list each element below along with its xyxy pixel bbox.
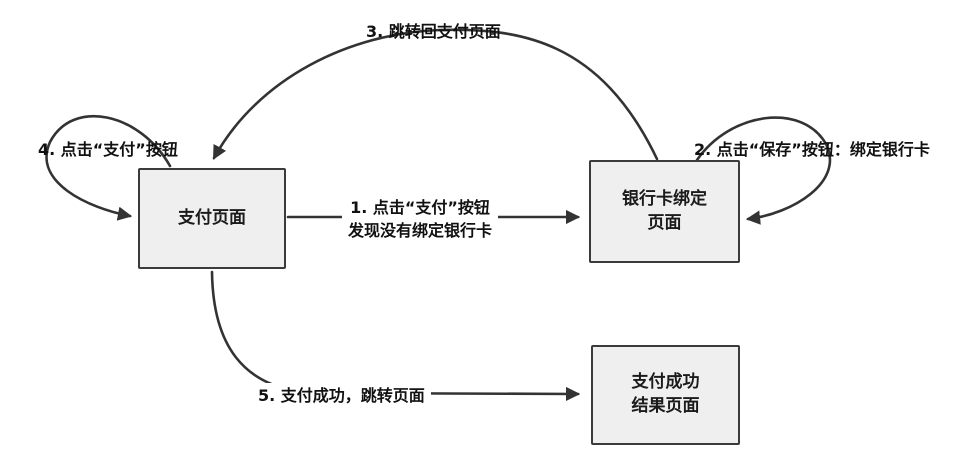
edge2-label: 2. 点击“保存”按钮：绑定银行卡 [694, 140, 930, 159]
arrow-5-payment-to-success-icon [210, 270, 581, 402]
edge4-label: 4. 点击“支付”按钮 [38, 140, 178, 159]
bank-card-binding-node: 银行卡绑定 页面 [589, 160, 740, 263]
edge1-label-line2: 发现没有绑定银行卡 [348, 221, 493, 241]
payment-success-node: 支付成功 结果页面 [591, 345, 740, 445]
edge5-label: 5. 支付成功，跳转页面 [252, 383, 431, 409]
bank-card-binding-label-line1: 银行卡绑定 [622, 188, 707, 209]
payment-page-node: 支付页面 [138, 168, 286, 269]
bank-card-binding-label-line2: 页面 [647, 212, 682, 233]
edge1-label-line1: 1. 点击“支付”按钮 [350, 198, 490, 217]
payment-page-label: 支付页面 [178, 207, 246, 228]
arrow-3-binding-to-payment-icon [212, 28, 659, 161]
arrow-2-binding-self-loop-icon [695, 116, 832, 225]
edge3-label: 3. 跳转回支付页面 [366, 22, 501, 41]
edge1-label: 1. 点击“支付”按钮 发现没有绑定银行卡 [342, 195, 499, 244]
payment-success-label-line2: 结果页面 [631, 396, 700, 416]
arrow-4-payment-self-loop-icon [45, 114, 172, 221]
payment-success-label-line1: 支付成功 [631, 372, 700, 393]
